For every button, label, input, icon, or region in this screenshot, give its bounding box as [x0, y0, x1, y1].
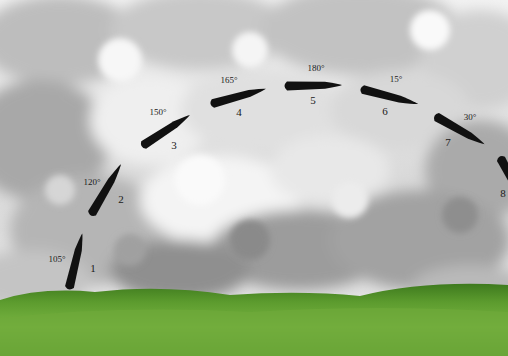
- projectile: [496, 154, 508, 209]
- angle-label: 15°: [390, 75, 403, 84]
- angle-label: 150°: [149, 108, 166, 117]
- callout-number: 5: [310, 95, 316, 106]
- clouds: [0, 0, 508, 315]
- projectile: [139, 111, 192, 150]
- projectile: [87, 162, 125, 218]
- projectile: [432, 112, 486, 148]
- callout-number: 7: [445, 137, 451, 148]
- projectile: [209, 84, 267, 108]
- callout-number: 6: [382, 106, 388, 117]
- angle-label: 120°: [83, 178, 100, 187]
- cloud-highlights: [45, 10, 478, 266]
- angle-label: 30°: [464, 113, 477, 122]
- projectile: [65, 233, 87, 291]
- callout-number: 3: [171, 140, 177, 151]
- projectiles: [65, 81, 508, 291]
- projectile: [359, 85, 419, 109]
- angle-label: 105°: [48, 255, 65, 264]
- projectile: [284, 81, 342, 91]
- angle-label: 165°: [220, 76, 237, 85]
- callout-number: 8: [500, 188, 506, 199]
- callout-number: 4: [236, 107, 242, 118]
- callout-number: 2: [118, 194, 124, 205]
- angle-label: 180°: [307, 64, 324, 73]
- meadow: [0, 308, 508, 356]
- callout-number: 1: [90, 263, 96, 274]
- hills: [0, 284, 508, 356]
